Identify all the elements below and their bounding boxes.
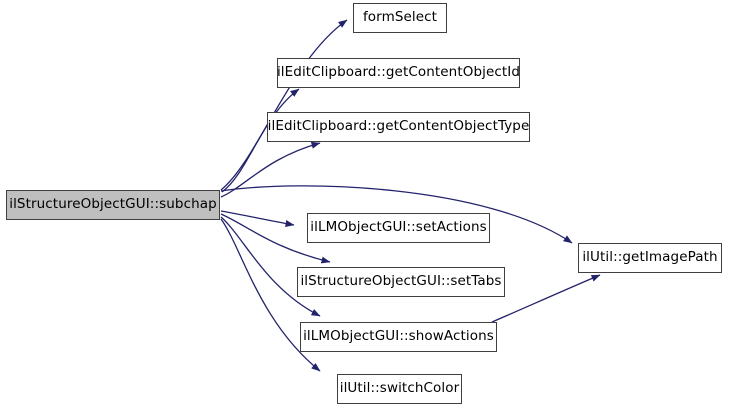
graph-node-setActions[interactable]: ilLMObjectGUI::setActions xyxy=(307,213,490,243)
graph-node-getImagePath[interactable]: ilUtil::getImagePath xyxy=(578,243,722,273)
graph-node-getContentObjectId[interactable]: ilEditClipboard::getContentObjectId xyxy=(277,58,520,88)
graph-node-subchap[interactable]: ilStructureObjectGUI::subchap xyxy=(6,190,220,220)
graph-node-formSelect[interactable]: formSelect xyxy=(353,3,447,33)
call-edge-subchap-to-getContentObjectId xyxy=(221,88,300,193)
graph-node-switchColor[interactable]: ilUtil::switchColor xyxy=(337,374,462,404)
edge-paths xyxy=(220,19,601,372)
graph-node-label: ilUtil::switchColor xyxy=(339,380,460,397)
graph-node-label: ilStructureObjectGUI::subchap xyxy=(9,196,217,213)
call-edge-showActions-to-getImagePath xyxy=(491,274,601,323)
call-edge-subchap-to-showActions xyxy=(220,216,321,317)
graph-node-label: formSelect xyxy=(362,9,438,26)
graph-node-label: ilEditClipboard::getContentObjectId xyxy=(276,64,521,81)
call-edge-subchap-to-getImagePath xyxy=(220,185,573,244)
call-edge-subchap-to-setActions xyxy=(220,210,295,227)
graph-node-getContentObjectType[interactable]: ilEditClipboard::getContentObjectType xyxy=(267,112,530,142)
call-edge-subchap-to-formSelect xyxy=(220,19,348,191)
call-edge-subchap-to-setTabs xyxy=(220,213,331,264)
graph-node-label: ilUtil::getImagePath xyxy=(582,249,718,266)
graph-node-setTabs[interactable]: ilStructureObjectGUI::setTabs xyxy=(297,267,505,297)
graph-node-label: ilEditClipboard::getContentObjectType xyxy=(267,118,530,135)
graph-node-showActions[interactable]: ilLMObjectGUI::showActions xyxy=(300,322,497,352)
graph-node-label: ilLMObjectGUI::showActions xyxy=(303,328,494,345)
call-edge-subchap-to-getContentObjectType xyxy=(220,141,321,198)
graph-node-label: ilLMObjectGUI::setActions xyxy=(310,219,487,236)
graph-node-label: ilStructureObjectGUI::setTabs xyxy=(300,273,502,290)
call-edge-subchap-to-switchColor xyxy=(220,218,321,372)
